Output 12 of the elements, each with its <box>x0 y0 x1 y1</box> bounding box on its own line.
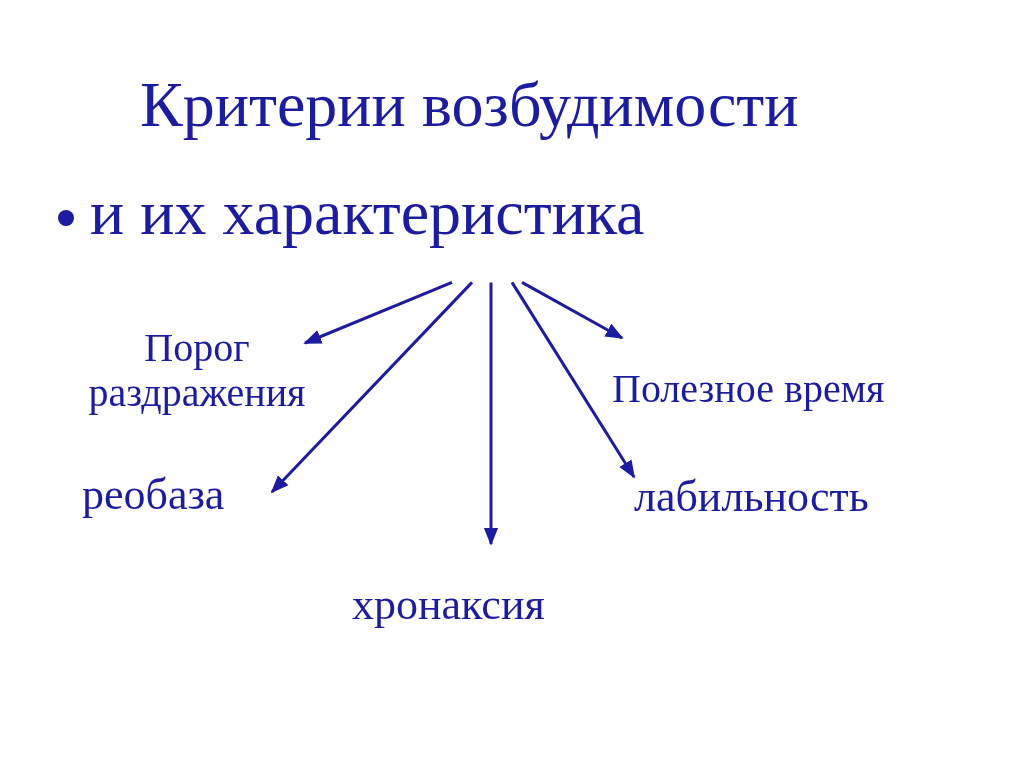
arrow <box>303 281 453 345</box>
criterion-label: реобаза <box>82 470 226 521</box>
subtitle-text: и их характеристика <box>90 178 646 249</box>
title: Критерии возбудимости <box>140 70 799 141</box>
arrow <box>521 281 624 340</box>
criterion-label: Полезное время <box>612 366 886 412</box>
arrow <box>270 281 474 494</box>
criterion-label: лабильность <box>634 472 870 523</box>
arrow <box>510 281 636 479</box>
arrow <box>483 282 499 546</box>
criterion-label: хронаксия <box>352 580 546 631</box>
criterion-label: Порог раздражения <box>87 326 307 416</box>
